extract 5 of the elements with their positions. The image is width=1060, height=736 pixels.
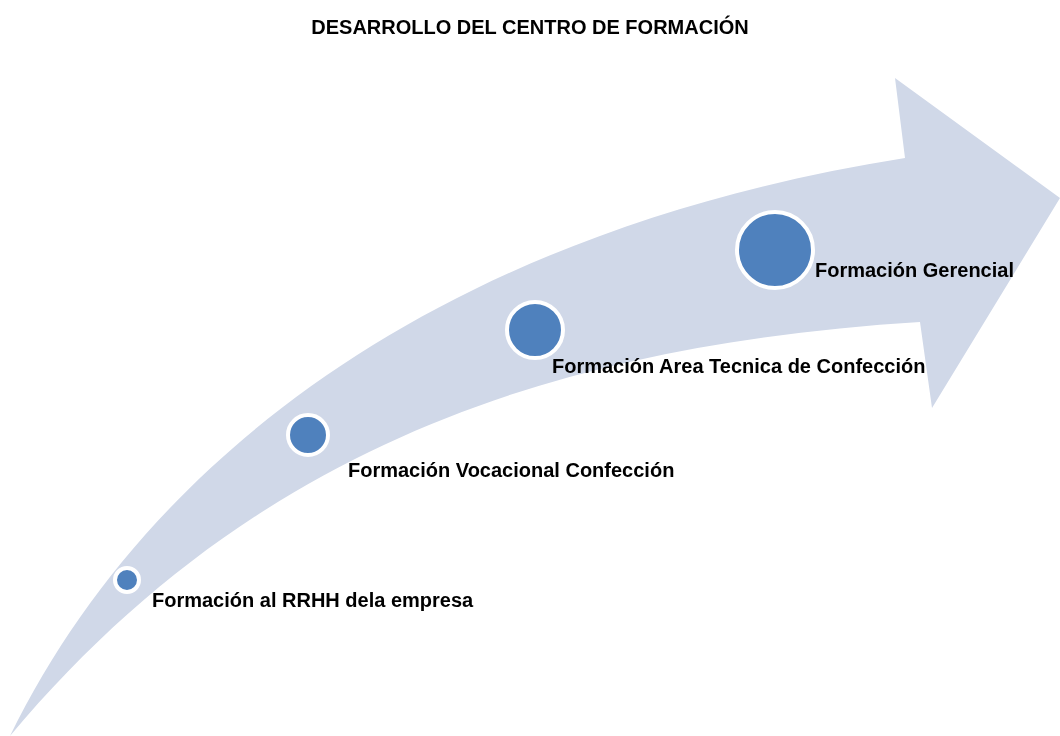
milestone-label: Formación Vocacional Confección — [348, 458, 675, 482]
milestone-label: Formación Area Tecnica de Confección — [552, 354, 926, 378]
title: DESARROLLO DEL CENTRO DE FORMACIÓN — [310, 16, 750, 39]
milestone-label: Formación al RRHH dela empresa — [152, 588, 474, 612]
milestone-label: Formación Gerencial — [815, 258, 1014, 282]
